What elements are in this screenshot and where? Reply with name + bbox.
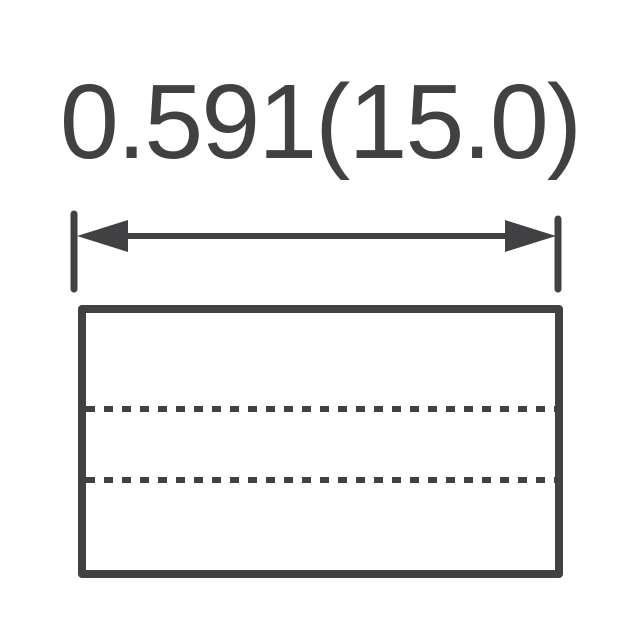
dimension-label: 0.591(15.0) bbox=[59, 63, 582, 181]
right-arrowhead-icon bbox=[505, 220, 556, 252]
left-arrowhead-icon bbox=[77, 220, 128, 252]
dimension-arrow bbox=[77, 220, 556, 252]
component-body bbox=[78, 305, 563, 578]
